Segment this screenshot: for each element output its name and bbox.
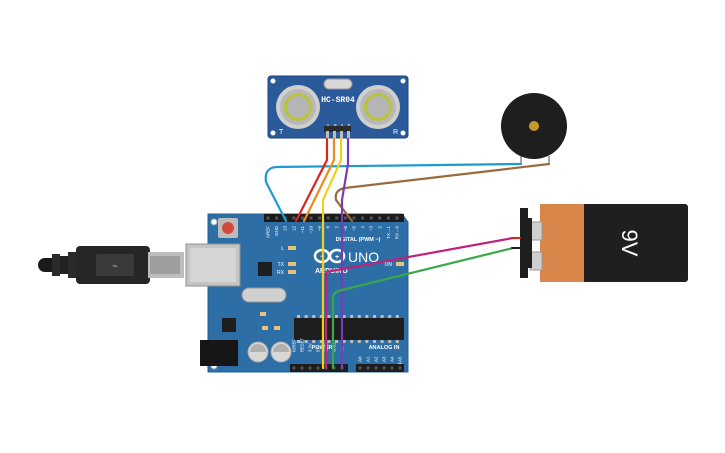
header-pin[interactable] <box>361 216 365 220</box>
header-pin[interactable] <box>266 216 270 220</box>
header-pin[interactable] <box>309 216 313 220</box>
microcontroller-chip <box>294 315 404 343</box>
sensor-t-mark: T <box>279 129 284 136</box>
arduino-uno-board: L TX RX ON − + ARDUINO UNO <box>185 213 409 373</box>
analog-pin[interactable] <box>366 366 370 370</box>
header-pin[interactable] <box>378 216 382 220</box>
top-pin-label: GND <box>274 225 279 236</box>
sensor-r-mark: R <box>393 129 398 136</box>
usb-cable-icon: ⌁ <box>38 246 184 284</box>
header-pin[interactable] <box>275 216 279 220</box>
top-pin-label: ~10 <box>309 226 314 234</box>
buzzer-icon <box>501 93 567 164</box>
battery-icon: 9V <box>520 204 688 282</box>
led-label-rx: RX <box>277 270 285 276</box>
led-rx <box>288 270 296 274</box>
header-pin[interactable] <box>386 216 390 220</box>
battery-label: 9V <box>617 230 642 257</box>
power-pin-label: RESET <box>300 338 305 352</box>
top-pin-label: 12 <box>291 226 296 232</box>
top-pin-label: ~3 <box>369 226 374 232</box>
top-pin-label: 7 <box>334 226 339 229</box>
top-pin-label: ~9 <box>317 226 322 232</box>
top-pin-label: ~6 <box>343 226 348 232</box>
top-pin-label: 13 <box>283 226 288 232</box>
led-tx <box>288 262 296 266</box>
header-pin[interactable] <box>369 216 373 220</box>
analog-pin[interactable] <box>382 366 386 370</box>
top-pin-label: RX←0 <box>395 226 400 240</box>
wire-green <box>331 246 515 370</box>
header-pin[interactable] <box>352 216 356 220</box>
header-pin[interactable] <box>300 216 304 220</box>
model-label: UNO <box>348 249 379 265</box>
wires <box>264 137 551 370</box>
sensor-crystal <box>323 78 353 90</box>
wire-brown <box>334 162 551 223</box>
svg-text:+: + <box>335 254 339 261</box>
led-label-l: L <box>281 246 284 252</box>
power-pin[interactable] <box>292 366 296 370</box>
on-label: ON <box>385 262 393 268</box>
wire-yellow <box>321 137 343 370</box>
analog-header-label: ANALOG IN <box>369 345 400 351</box>
digital-header-label: DIGITAL (PWM ~) <box>336 237 381 243</box>
power-pin[interactable] <box>316 366 320 370</box>
svg-text:⌁: ⌁ <box>112 261 118 272</box>
regulator <box>222 318 236 332</box>
power-pin-label: IOREF <box>292 339 297 352</box>
header-pin[interactable] <box>335 216 339 220</box>
led-on <box>396 262 404 266</box>
transmitter-icon <box>276 85 320 129</box>
led-label-tx: TX <box>278 262 285 268</box>
wire-red <box>294 137 329 223</box>
top-pin-label: 8 <box>326 226 331 229</box>
analog-pin-label: A2 <box>374 356 379 362</box>
digital-header <box>264 214 404 222</box>
hc-sr04-sensor: HC-SR04 T R VccTrigEchoGnd <box>267 75 409 139</box>
top-pin-label: ~5 <box>352 226 357 232</box>
power-pin[interactable] <box>308 366 312 370</box>
top-pin-label: ~11 <box>300 226 305 234</box>
analog-pin-label: A1 <box>366 356 371 362</box>
dc-power-jack <box>200 340 238 366</box>
top-pin-label: 4 <box>360 226 365 229</box>
wire-magenta <box>324 236 515 370</box>
analog-pin[interactable] <box>390 366 394 370</box>
power-pin-label: 5V <box>316 347 321 352</box>
receiver-icon <box>356 85 400 129</box>
top-pin-label: TX→1 <box>386 226 391 239</box>
power-pin-label: 3.3V <box>308 343 313 352</box>
analog-pin-label: A0 <box>358 356 363 362</box>
wire-purple <box>340 137 350 370</box>
sensor-model-label: HC-SR04 <box>321 96 355 105</box>
capacitors <box>247 341 292 363</box>
top-pin-label: AREF <box>266 226 271 238</box>
wire-orange <box>302 137 336 223</box>
header-pin[interactable] <box>292 216 296 220</box>
usb-chip <box>258 262 272 276</box>
analog-pin[interactable] <box>358 366 362 370</box>
sensor-pins <box>324 126 351 139</box>
top-pin-label: 2 <box>377 226 382 229</box>
wire-blue <box>264 162 523 223</box>
header-pin[interactable] <box>318 216 322 220</box>
reset-button-icon[interactable] <box>218 218 238 238</box>
analog-pin-label: A5 <box>398 356 403 362</box>
analog-pin-label: A4 <box>390 356 395 362</box>
analog-pin[interactable] <box>398 366 402 370</box>
power-pin[interactable] <box>300 366 304 370</box>
analog-header <box>356 364 404 372</box>
header-pin[interactable] <box>343 216 347 220</box>
header-pin[interactable] <box>326 216 330 220</box>
analog-pin[interactable] <box>374 366 378 370</box>
crystal <box>241 287 287 303</box>
analog-pin-label: A3 <box>382 356 387 362</box>
header-pin[interactable] <box>395 216 399 220</box>
led-l <box>288 246 296 250</box>
